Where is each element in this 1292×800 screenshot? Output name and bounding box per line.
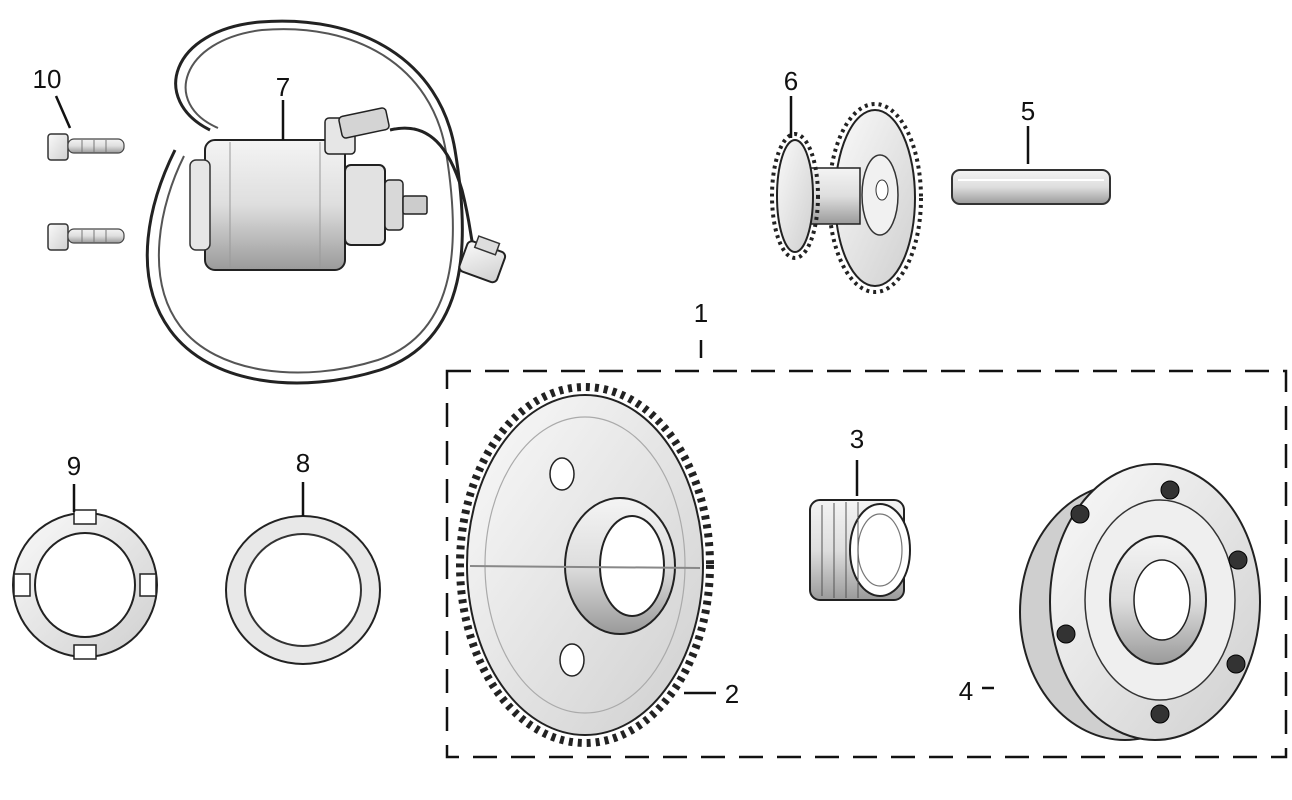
callout-label-2: 2 <box>725 679 739 709</box>
callout-label-7: 7 <box>276 72 290 102</box>
large-gear-icon <box>456 383 714 747</box>
callout-label-4: 4 <box>959 676 973 706</box>
needle-bearing-icon <box>809 499 911 601</box>
callout-label-3: 3 <box>850 424 864 454</box>
bolt-icon <box>47 133 125 251</box>
shaft-pin-icon <box>951 169 1111 205</box>
callout-label-8: 8 <box>296 448 310 478</box>
callout-label-10: 10 <box>33 64 62 94</box>
starter-clutch-icon <box>1019 463 1261 741</box>
callout-label-9: 9 <box>67 451 81 481</box>
assembly-group-box <box>445 369 1288 759</box>
callout-leader-10 <box>54 95 72 129</box>
starter-motor-icon <box>145 19 507 385</box>
callout-label-1: 1 <box>694 298 708 328</box>
castellated-nut-icon <box>12 509 158 660</box>
idler-gear-icon <box>770 102 923 294</box>
callout-label-5: 5 <box>1021 96 1035 126</box>
callout-label-6: 6 <box>784 66 798 96</box>
washer-icon <box>225 515 381 665</box>
